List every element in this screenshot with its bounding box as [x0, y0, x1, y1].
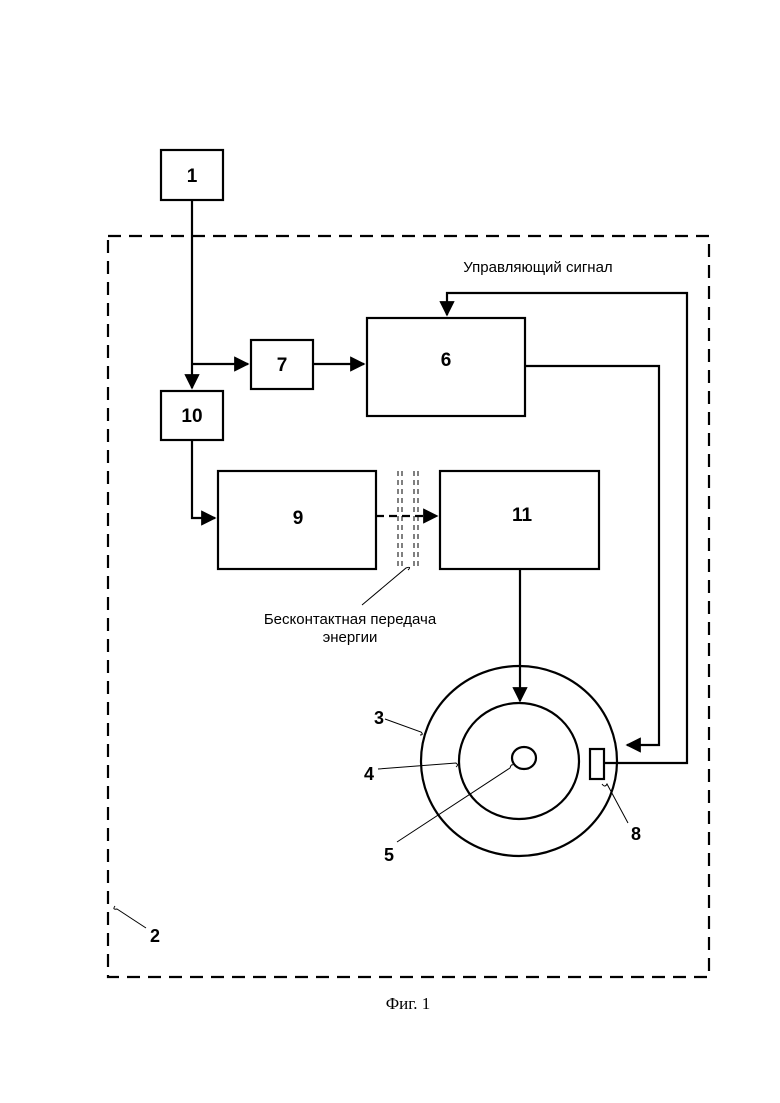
inner-ring-4 — [459, 703, 579, 819]
ref-3: 3 — [374, 708, 384, 728]
leader-4 — [378, 763, 458, 769]
shaft-5 — [512, 747, 536, 769]
block-9-label: 9 — [293, 508, 304, 529]
leader-5 — [397, 765, 513, 842]
wireless-label-line1: Бесконтактная передача — [264, 611, 437, 628]
sensor-8 — [590, 749, 604, 779]
block-6-label: 6 — [441, 350, 452, 371]
ref-2: 2 — [150, 926, 160, 946]
wire-10-to-9 — [192, 440, 215, 518]
leader-2 — [114, 906, 146, 928]
ref-8: 8 — [631, 824, 641, 844]
control-signal-label: Управляющий сигнал — [463, 259, 612, 276]
wireless-leader — [362, 567, 410, 605]
ref-5: 5 — [384, 845, 394, 865]
leader-3 — [385, 719, 422, 735]
block-11-label: 11 — [512, 505, 533, 526]
wireless-label-line2: энергии — [323, 629, 378, 646]
block-1-label: 1 — [187, 166, 198, 187]
block-7-label: 7 — [277, 355, 288, 376]
figure-caption: Фиг. 1 — [386, 994, 431, 1013]
ref-4: 4 — [364, 764, 374, 784]
block-10-label: 10 — [181, 406, 202, 427]
